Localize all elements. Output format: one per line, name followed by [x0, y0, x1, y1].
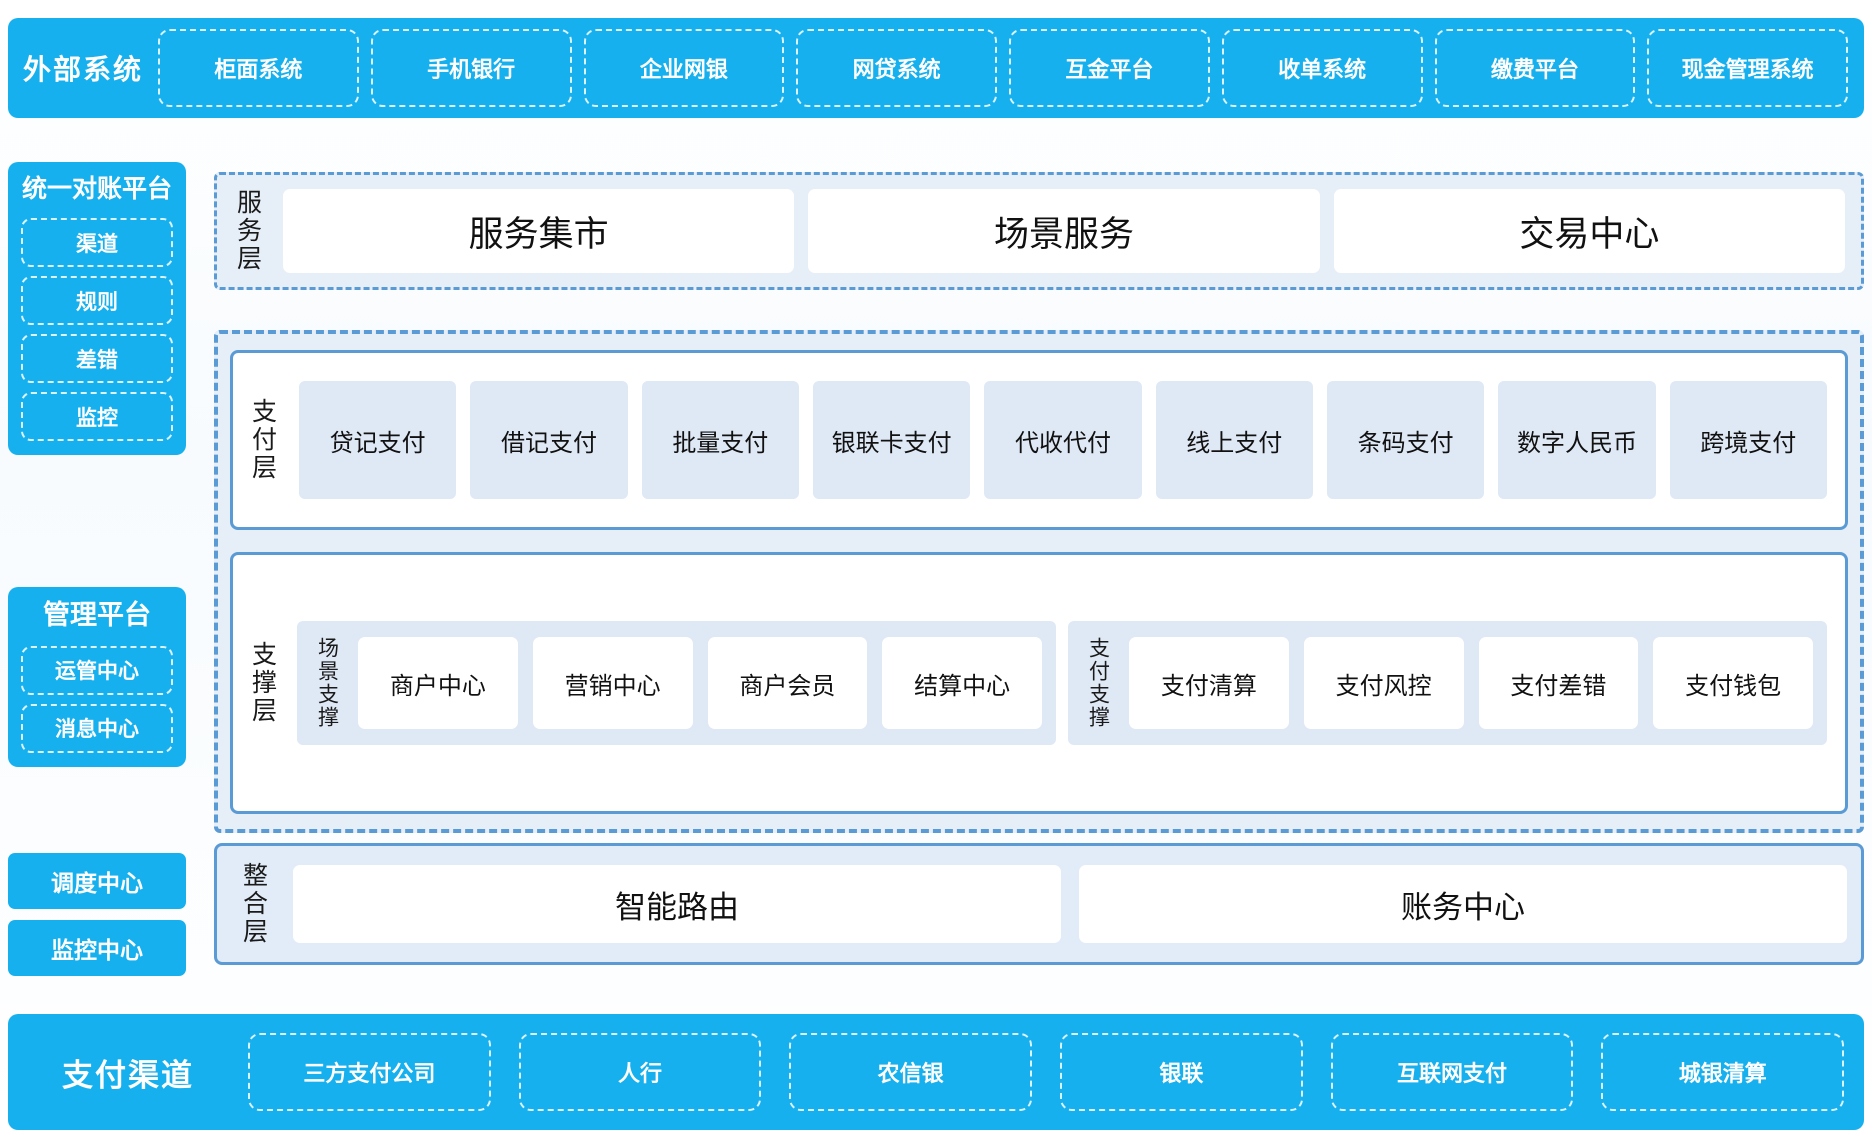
payment-channels-list: 三方支付公司 人行 农信银 银联 互联网支付 城银清算 — [248, 1033, 1845, 1111]
scenario-support-label: 场景支撑 — [315, 637, 339, 729]
external-system-item[interactable]: 企业网银 — [583, 29, 785, 107]
payment-channel-city-bank-clearing[interactable]: 城银清算 — [1601, 1033, 1845, 1111]
payment-item-batch[interactable]: 批量支付 — [641, 381, 799, 499]
external-system-item[interactable]: 缴费平台 — [1434, 29, 1636, 107]
support-card-merchant-member[interactable]: 商户会员 — [707, 637, 868, 729]
payment-channel-unionpay[interactable]: 银联 — [1060, 1033, 1303, 1111]
payment-item-debit[interactable]: 借记支付 — [470, 381, 628, 499]
recon-item-channel[interactable]: 渠道 — [21, 218, 173, 268]
support-card-marketing-center[interactable]: 营销中心 — [532, 637, 693, 729]
service-layer-label: 服务层 — [233, 189, 262, 273]
recon-platform-title: 统一对账平台 — [21, 175, 172, 203]
payment-channels-bar: 支付渠道 三方支付公司 人行 农信银 银联 互联网支付 城银清算 — [8, 1014, 1864, 1130]
support-card-payment-wallet[interactable]: 支付钱包 — [1653, 637, 1813, 729]
management-item-operations-center[interactable]: 运管中心 — [21, 645, 173, 695]
support-card-merchant-center[interactable]: 商户中心 — [358, 637, 518, 729]
external-systems-title: 外部系统 — [22, 54, 143, 85]
payment-item-online[interactable]: 线上支付 — [1155, 381, 1313, 499]
service-layer-group: 服务层 服务集市 场景服务 交易中心 — [214, 172, 1864, 290]
payment-item-unionpay-card[interactable]: 银联卡支付 — [812, 381, 971, 499]
recon-item-error[interactable]: 差错 — [21, 334, 173, 384]
external-systems-list: 柜面系统 手机银行 企业网银 网贷系统 互金平台 收单系统 缴费平台 现金管理系… — [158, 29, 1848, 107]
payment-channels-title: 支付渠道 — [62, 1057, 194, 1093]
monitoring-center-box[interactable]: 监控中心 — [8, 920, 186, 976]
recon-item-monitor[interactable]: 监控 — [21, 392, 173, 442]
payment-item-collection-payment[interactable]: 代收代付 — [984, 381, 1142, 499]
scheduling-center-box[interactable]: 调度中心 — [8, 853, 186, 909]
payment-layer-box: 支付层 贷记支付 借记支付 批量支付 银联卡支付 代收代付 线上支付 条码支付 … — [230, 350, 1848, 530]
support-group-scenario: 场景支撑 商户中心 营销中心 商户会员 结算中心 — [297, 621, 1056, 745]
external-systems-bar: 外部系统 柜面系统 手机银行 企业网银 网贷系统 互金平台 收单系统 缴费平台 … — [8, 18, 1864, 118]
payment-channel-third-party[interactable]: 三方支付公司 — [248, 1033, 491, 1111]
payment-item-cross-border[interactable]: 跨境支付 — [1669, 381, 1827, 499]
external-system-item[interactable]: 现金管理系统 — [1647, 29, 1848, 107]
external-system-item[interactable]: 柜面系统 — [158, 29, 359, 107]
external-system-item[interactable]: 收单系统 — [1221, 29, 1423, 107]
payment-support-label: 支付支撑 — [1086, 637, 1110, 729]
support-card-payment-risk[interactable]: 支付风控 — [1303, 637, 1464, 729]
integration-layer-label: 整合层 — [239, 862, 268, 946]
support-group-payment: 支付支撑 支付清算 支付风控 支付差错 支付钱包 — [1068, 621, 1827, 745]
support-card-settlement-center[interactable]: 结算中心 — [882, 637, 1042, 729]
payment-item-barcode[interactable]: 条码支付 — [1326, 381, 1485, 499]
management-platform-panel: 管理平台 运管中心 消息中心 — [8, 587, 186, 767]
integration-card-smart-routing[interactable]: 智能路由 — [293, 865, 1061, 943]
recon-platform-panel: 统一对账平台 渠道 规则 差错 监控 — [8, 162, 186, 456]
integration-layer-box: 整合层 智能路由 账务中心 — [214, 843, 1864, 965]
management-platform-title: 管理平台 — [43, 600, 151, 630]
payment-item-digital-rmb[interactable]: 数字人民币 — [1498, 381, 1656, 499]
integration-card-accounting-center[interactable]: 账务中心 — [1079, 865, 1847, 943]
support-layer-box: 支撑层 场景支撑 商户中心 营销中心 商户会员 结算中心 支付支撑 支付清算 支… — [230, 552, 1848, 814]
payment-channel-rcc[interactable]: 农信银 — [789, 1033, 1033, 1111]
support-layer-label: 支撑层 — [248, 641, 277, 725]
recon-item-rule[interactable]: 规则 — [21, 276, 173, 326]
support-card-payment-clearing[interactable]: 支付清算 — [1129, 637, 1289, 729]
service-card-transaction[interactable]: 交易中心 — [1333, 189, 1845, 273]
support-card-payment-error[interactable]: 支付差错 — [1478, 637, 1639, 729]
payment-layer-label: 支付层 — [248, 398, 277, 482]
payment-item-credit[interactable]: 贷记支付 — [299, 381, 457, 499]
service-card-marketplace[interactable]: 服务集市 — [283, 189, 795, 273]
payment-channel-pboc[interactable]: 人行 — [518, 1033, 762, 1111]
external-system-item[interactable]: 互金平台 — [1009, 29, 1210, 107]
payment-channel-internet-payment[interactable]: 互联网支付 — [1330, 1033, 1574, 1111]
external-system-item[interactable]: 网贷系统 — [796, 29, 997, 107]
service-card-scenario[interactable]: 场景服务 — [808, 189, 1320, 273]
external-system-item[interactable]: 手机银行 — [370, 29, 572, 107]
management-item-message-center[interactable]: 消息中心 — [21, 703, 173, 753]
